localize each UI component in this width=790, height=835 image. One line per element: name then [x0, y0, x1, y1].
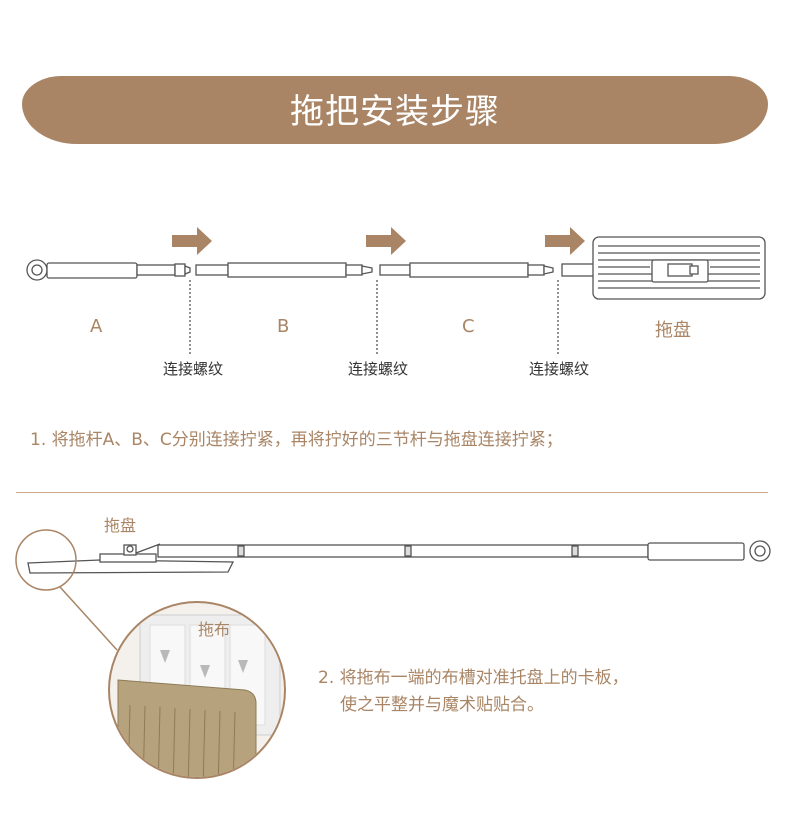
- section-divider: [16, 492, 768, 493]
- step2-instruction-line1: 2. 将拖布一端的布槽对准托盘上的卡板，: [318, 668, 629, 688]
- part-label-a: A: [90, 316, 103, 337]
- part-label-tray: 拖盘: [655, 320, 691, 341]
- thread-label: 连接螺纹: [163, 360, 224, 378]
- pole-part-c: [379, 262, 554, 278]
- tray-label: 拖盘: [104, 516, 137, 535]
- arrow-icon: [172, 227, 585, 255]
- mop-tray: [561, 236, 766, 300]
- assembled-mop: [27, 540, 771, 574]
- thread-label: 连接螺纹: [348, 360, 409, 378]
- zoom-connector-line: [59, 586, 118, 651]
- thread-label: 连接螺纹: [529, 360, 590, 378]
- page-title: 拖把安装步骤: [290, 92, 500, 132]
- step2-instruction-line2: 使之平整并与魔术贴贴合。: [340, 695, 544, 715]
- tray-highlight-circle: [15, 529, 77, 591]
- header-banner: [22, 76, 768, 144]
- cloth-label: 拖布: [198, 620, 231, 639]
- pole-part-a: [26, 259, 191, 281]
- step1-instruction: 1. 将拖杆A、B、C分别连接拧紧，再将拧好的三节杆与拖盘连接拧紧；: [30, 430, 563, 450]
- cloth-detail: [117, 614, 281, 777]
- thread-pointer-lines: [189, 280, 559, 355]
- part-label-b: B: [277, 316, 290, 337]
- pole-part-b: [195, 262, 373, 278]
- part-label-c: C: [462, 316, 475, 337]
